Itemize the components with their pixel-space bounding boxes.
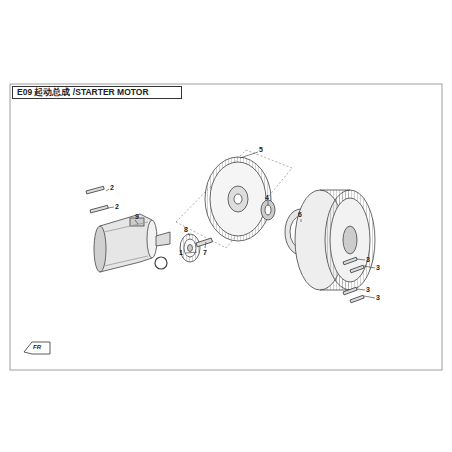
title-box: E09 起动总成 /STARTER MOTOR bbox=[12, 86, 182, 99]
starter-motor bbox=[94, 214, 170, 272]
callout-number: 3 bbox=[376, 294, 380, 301]
direction-label: FR bbox=[33, 344, 41, 350]
frame bbox=[10, 84, 442, 370]
shaft bbox=[196, 238, 212, 247]
callout-number: 2 bbox=[110, 184, 114, 191]
flywheel bbox=[295, 190, 375, 290]
callout-number: 2 bbox=[115, 203, 119, 210]
callout-number: 5 bbox=[259, 146, 263, 153]
callout-number: 3 bbox=[376, 264, 380, 271]
callout-number: 7 bbox=[203, 249, 207, 256]
leader-lines bbox=[106, 152, 375, 298]
direction-icon bbox=[24, 342, 50, 354]
callout-number: 4 bbox=[265, 194, 269, 201]
screws bbox=[86, 186, 108, 213]
reduction-gear bbox=[205, 157, 271, 241]
o-ring bbox=[155, 257, 167, 269]
bolts bbox=[343, 257, 364, 303]
callout-number: 9 bbox=[135, 213, 139, 220]
callout-number: 3 bbox=[366, 256, 370, 263]
title-text: E09 起动总成 /STARTER MOTOR bbox=[17, 87, 177, 98]
callout-number: 8 bbox=[184, 226, 188, 233]
callout-number: 3 bbox=[366, 286, 370, 293]
callout-number: 1 bbox=[179, 249, 183, 256]
callout-number: 6 bbox=[298, 211, 302, 218]
group-outline bbox=[176, 150, 292, 248]
idler-gear bbox=[180, 234, 200, 262]
bearing bbox=[261, 200, 275, 220]
